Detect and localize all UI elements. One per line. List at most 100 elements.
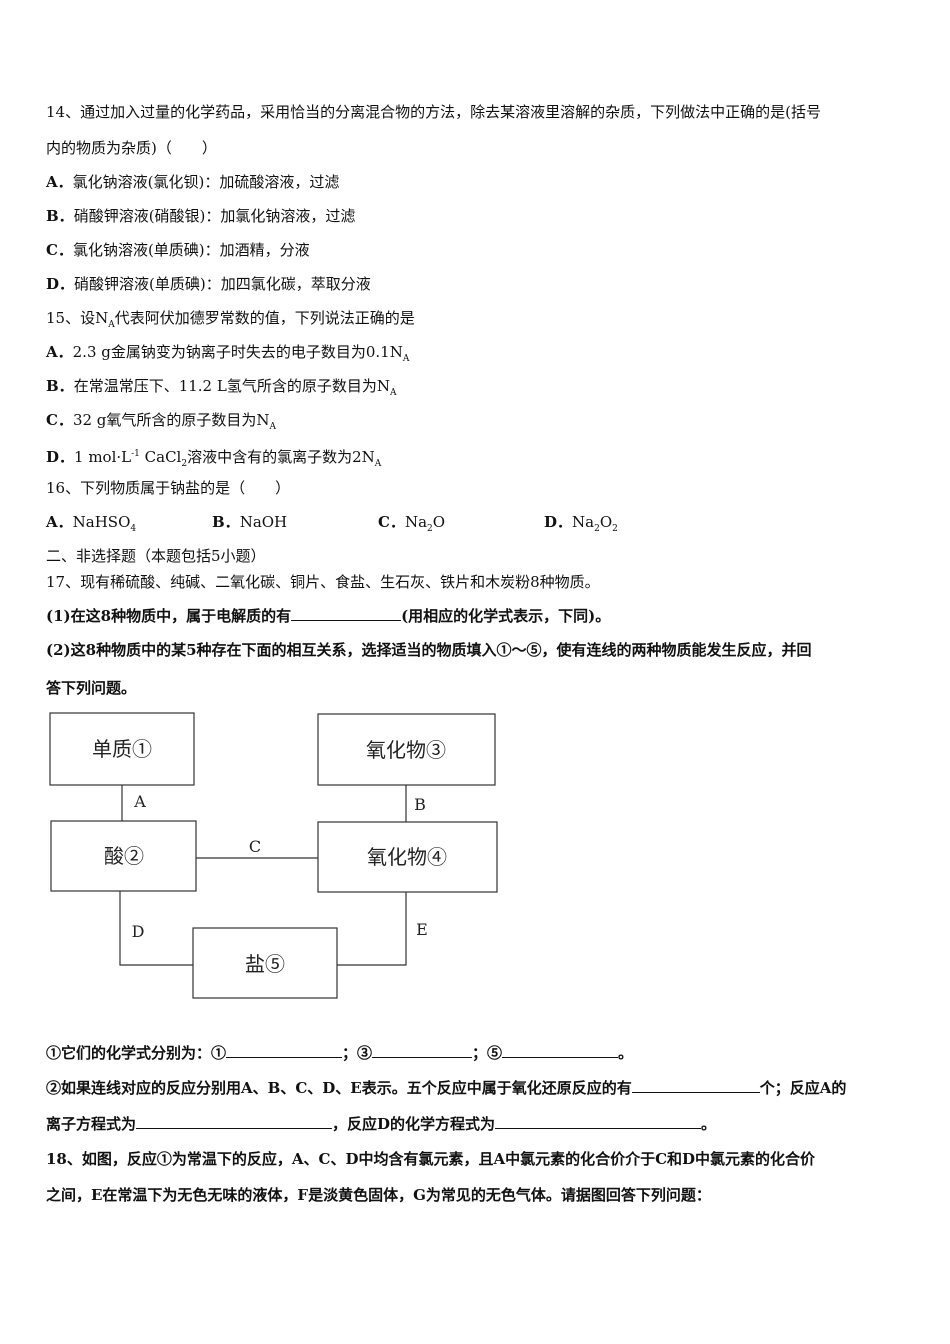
option-text: 1 mol·L: [74, 448, 132, 466]
part-text: (用相应的化学式表示，下同)。: [401, 607, 611, 625]
option-letter: D．: [544, 513, 573, 531]
option-text: 硝酸钾溶液(硝酸银)：加氯化钠溶液，过滤: [73, 207, 356, 225]
q16-option-b: B．NaOH: [212, 512, 378, 532]
box-salt: [192, 927, 338, 999]
box-label: 单质①: [92, 737, 152, 761]
option-text: 氯化钠溶液(氯化钡)：加硫酸溶液，过滤: [72, 173, 340, 191]
q18-line1: 18、如图，反应①为常温下的反应，A、C、D中均含有氯元素，且A中氯元素的化合价…: [46, 1150, 816, 1168]
sub-text: 。: [701, 1115, 717, 1133]
answer-blank[interactable]: [372, 1043, 473, 1058]
q17-stem: 17、现有稀硫酸、纯碱、二氧化碳、铜片、食盐、生石灰、铁片和木炭粉8种物质。: [46, 573, 600, 591]
option-letter: C．: [46, 241, 73, 259]
q14-option-b: B．硝酸钾溶液(硝酸银)：加氯化钠溶液，过滤: [46, 206, 355, 226]
option-letter: A．: [46, 513, 73, 531]
subscript: 2: [612, 524, 618, 534]
option-text: NaOH: [239, 513, 288, 531]
answer-blank[interactable]: [226, 1043, 343, 1058]
q16-option-a: A．NaHSO4: [46, 512, 212, 539]
q16-stem: 16、下列物质属于钠盐的是（ ）: [46, 479, 291, 497]
box-element: [49, 712, 195, 786]
option-text: 2.3 g金属钠变为钠离子时失去的电子数目为0.1N: [72, 343, 403, 361]
box-oxide-4: [317, 821, 498, 893]
edge-label: A: [133, 792, 146, 811]
q14-stem-line1: 14、通过加入过量的化学药品，采用恰当的分离混合物的方法，除去某溶液里溶解的杂质…: [46, 103, 821, 121]
connector-e: [337, 892, 407, 966]
sub-text: ；⑤: [472, 1044, 503, 1062]
sub-text: 个；反应A的: [759, 1079, 847, 1097]
q14-option-a: A．氯化钠溶液(氯化钡)：加硫酸溶液，过滤: [46, 172, 339, 192]
q15-option-a: A．2.3 g金属钠变为钠离子时失去的电子数目为0.1NA: [46, 342, 409, 369]
q17-part2-line2: 答下列问题。: [46, 679, 137, 697]
option-letter: D．: [46, 448, 75, 466]
edge-label: E: [416, 920, 428, 939]
option-letter: B．: [212, 513, 240, 531]
q15-option-c: C．32 g氧气所含的原子数目为NA: [46, 410, 276, 437]
option-text: 溶液中含有的氯离子数为2N: [187, 448, 375, 466]
subscript: A: [269, 422, 277, 432]
box-label: 酸②: [104, 844, 144, 868]
q17-sub2-line1: ②如果连线对应的反应分别用A、B、C、D、E表示。五个反应中属于氧化还原反应的有…: [46, 1078, 846, 1098]
option-letter: A．: [46, 173, 73, 191]
box-label: 氧化物④: [367, 845, 447, 869]
stem-text: 15、设N: [46, 309, 109, 327]
superscript: -1: [131, 449, 140, 459]
q18-line2: 之间，E在常温下为无色无味的液体，F是淡黄色固体，G为常见的无色气体。请据图回答…: [46, 1186, 711, 1204]
q14-stem-line2: 内的物质为杂质)（ ）: [46, 139, 217, 157]
q14-option-c: C．氯化钠溶液(单质碘)：加酒精，分液: [46, 240, 310, 260]
option-text: NaHSO: [72, 513, 131, 531]
option-letter: D．: [46, 275, 75, 293]
sub-text: ，反应D的化学方程式为: [332, 1115, 496, 1133]
answer-blank[interactable]: [291, 606, 402, 621]
subscript: A: [374, 459, 382, 469]
edge-label: C: [249, 837, 261, 856]
subscript: 2: [181, 459, 188, 469]
sub-text: ；③: [342, 1044, 373, 1062]
part-text: (1)在这8种物质中，属于电解质的有: [46, 607, 292, 625]
section-heading: 二、非选择题（本题包括5小题）: [46, 547, 266, 565]
answer-blank[interactable]: [631, 1078, 760, 1093]
option-text: Na: [572, 513, 595, 531]
option-letter: B．: [46, 207, 74, 225]
q15-stem: 15、设NA代表阿伏加德罗常数的值，下列说法正确的是: [46, 308, 415, 335]
reaction-diagram: 单质① 氧化物③ 酸② 氧化物④ 盐⑤ A B C D E: [49, 712, 498, 999]
option-text: O: [432, 513, 446, 531]
option-text: 32 g氧气所含的原子数目为N: [72, 411, 270, 429]
option-letter: A．: [46, 343, 73, 361]
box-oxide-3: [317, 713, 496, 786]
sub-text: 。: [618, 1044, 634, 1062]
q17-part1: (1)在这8种物质中，属于电解质的有 (用相应的化学式表示，下同)。: [46, 606, 610, 626]
option-text: 硝酸钾溶液(单质碘)：加四氯化碳，萃取分液: [74, 275, 371, 293]
option-text: 在常温常压下、11.2 L氢气所含的原子数目为N: [73, 377, 390, 395]
subscript: A: [108, 320, 115, 330]
q17-sub1: ①它们的化学式分别为：① ；③ ；⑤ 。: [46, 1043, 633, 1063]
edge-label: D: [132, 922, 145, 941]
connector-d: [119, 891, 193, 966]
edge-label: B: [414, 795, 426, 814]
option-letter: C．: [378, 513, 405, 531]
q16-option-d: D．Na2O2: [544, 513, 618, 534]
option-text: O: [599, 513, 613, 531]
option-text: CaCl: [139, 448, 182, 466]
box-acid: [50, 820, 197, 892]
sub-text: ①它们的化学式分别为：①: [46, 1044, 227, 1062]
answer-blank[interactable]: [136, 1114, 333, 1129]
option-letter: B．: [46, 377, 74, 395]
stem-text: 代表阿伏加德罗常数的值，下列说法正确的是: [114, 309, 415, 327]
box-label: 氧化物③: [366, 738, 446, 762]
q16-option-c: C．Na2O: [378, 512, 544, 539]
answer-blank[interactable]: [502, 1043, 619, 1058]
answer-blank[interactable]: [495, 1114, 702, 1129]
option-text: 氯化钠溶液(单质碘)：加酒精，分液: [72, 241, 310, 259]
subscript: 2: [594, 524, 600, 534]
subscript: A: [389, 388, 397, 398]
sub-text: 离子方程式为: [46, 1115, 137, 1133]
subscript: A: [402, 354, 410, 364]
option-text: Na: [404, 513, 428, 531]
sub-text: ②如果连线对应的反应分别用A、B、C、D、E表示。五个反应中属于氧化还原反应的有: [46, 1079, 632, 1097]
q14-option-d: D．硝酸钾溶液(单质碘)：加四氯化碳，萃取分液: [46, 274, 371, 294]
subscript: 2: [427, 524, 433, 534]
box-label: 盐⑤: [245, 952, 285, 976]
option-letter: C．: [46, 411, 73, 429]
q17-sub2-line2: 离子方程式为 ，反应D的化学方程式为 。: [46, 1114, 716, 1134]
